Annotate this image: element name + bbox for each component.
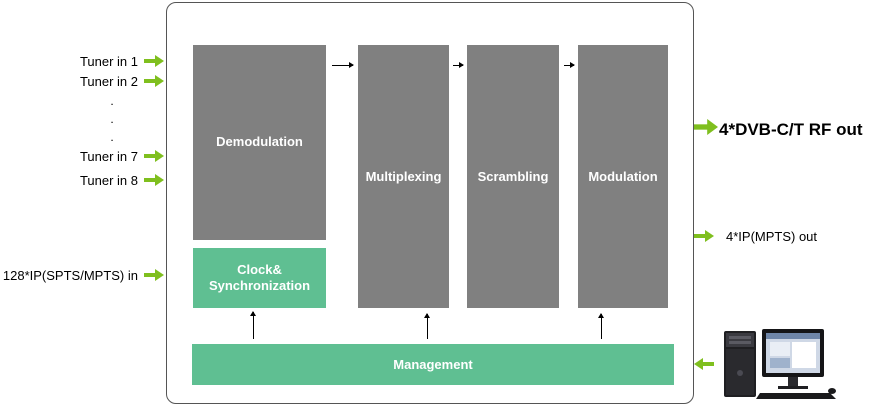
green-arrow-icon [144,174,164,186]
scrambling-block: Scrambling [467,45,559,308]
demodulation-block: Demodulation [193,45,326,240]
ip-in-label: 128*IP(SPTS/MPTS) in [2,268,138,283]
clock-label-line2: Synchronization [208,278,311,293]
arrow-mgmt-to-mux [424,313,430,339]
management-label: Management [393,356,473,372]
multiplexing-label: Multiplexing [365,169,442,184]
green-arrow-icon [694,119,718,135]
tuner-in-1-label: Tuner in 1 [79,54,138,69]
ellipsis-dots: . . . [105,92,119,146]
green-arrow-icon [144,269,164,281]
dot: . [110,94,114,108]
desktop-computer-icon [724,329,836,399]
green-arrow-icon [694,230,714,242]
arrow-demod-to-mux [332,62,354,68]
scrambling-label: Scrambling [477,169,549,184]
clock-sync-block: Clock& Synchronization [193,248,326,308]
green-arrow-icon [144,150,164,162]
green-arrow-icon [144,55,164,67]
arrow-mgmt-to-mod [598,313,604,339]
management-block: Management [192,344,674,385]
modulation-label: Modulation [588,169,658,184]
demodulation-label: Demodulation [216,134,303,149]
green-arrow-icon [694,358,714,370]
tuner-in-2-label: Tuner in 2 [79,74,138,89]
green-arrow-icon [144,75,164,87]
dot: . [110,130,114,144]
modulation-block: Modulation [578,45,668,308]
tuner-in-7-label: Tuner in 7 [79,149,138,164]
dot: . [110,112,114,126]
arrow-mgmt-to-clock [250,311,256,339]
multiplexing-block: Multiplexing [358,45,449,308]
ip-out-label: 4*IP(MPTS) out [726,229,818,244]
rf-out-label: 4*DVB-C/T RF out [719,120,863,139]
tuner-in-8-label: Tuner in 8 [79,173,138,188]
arrow-mux-to-scramble [453,62,464,68]
clock-label-line1: Clock& [237,262,282,277]
arrow-scramble-to-mod [564,62,575,68]
